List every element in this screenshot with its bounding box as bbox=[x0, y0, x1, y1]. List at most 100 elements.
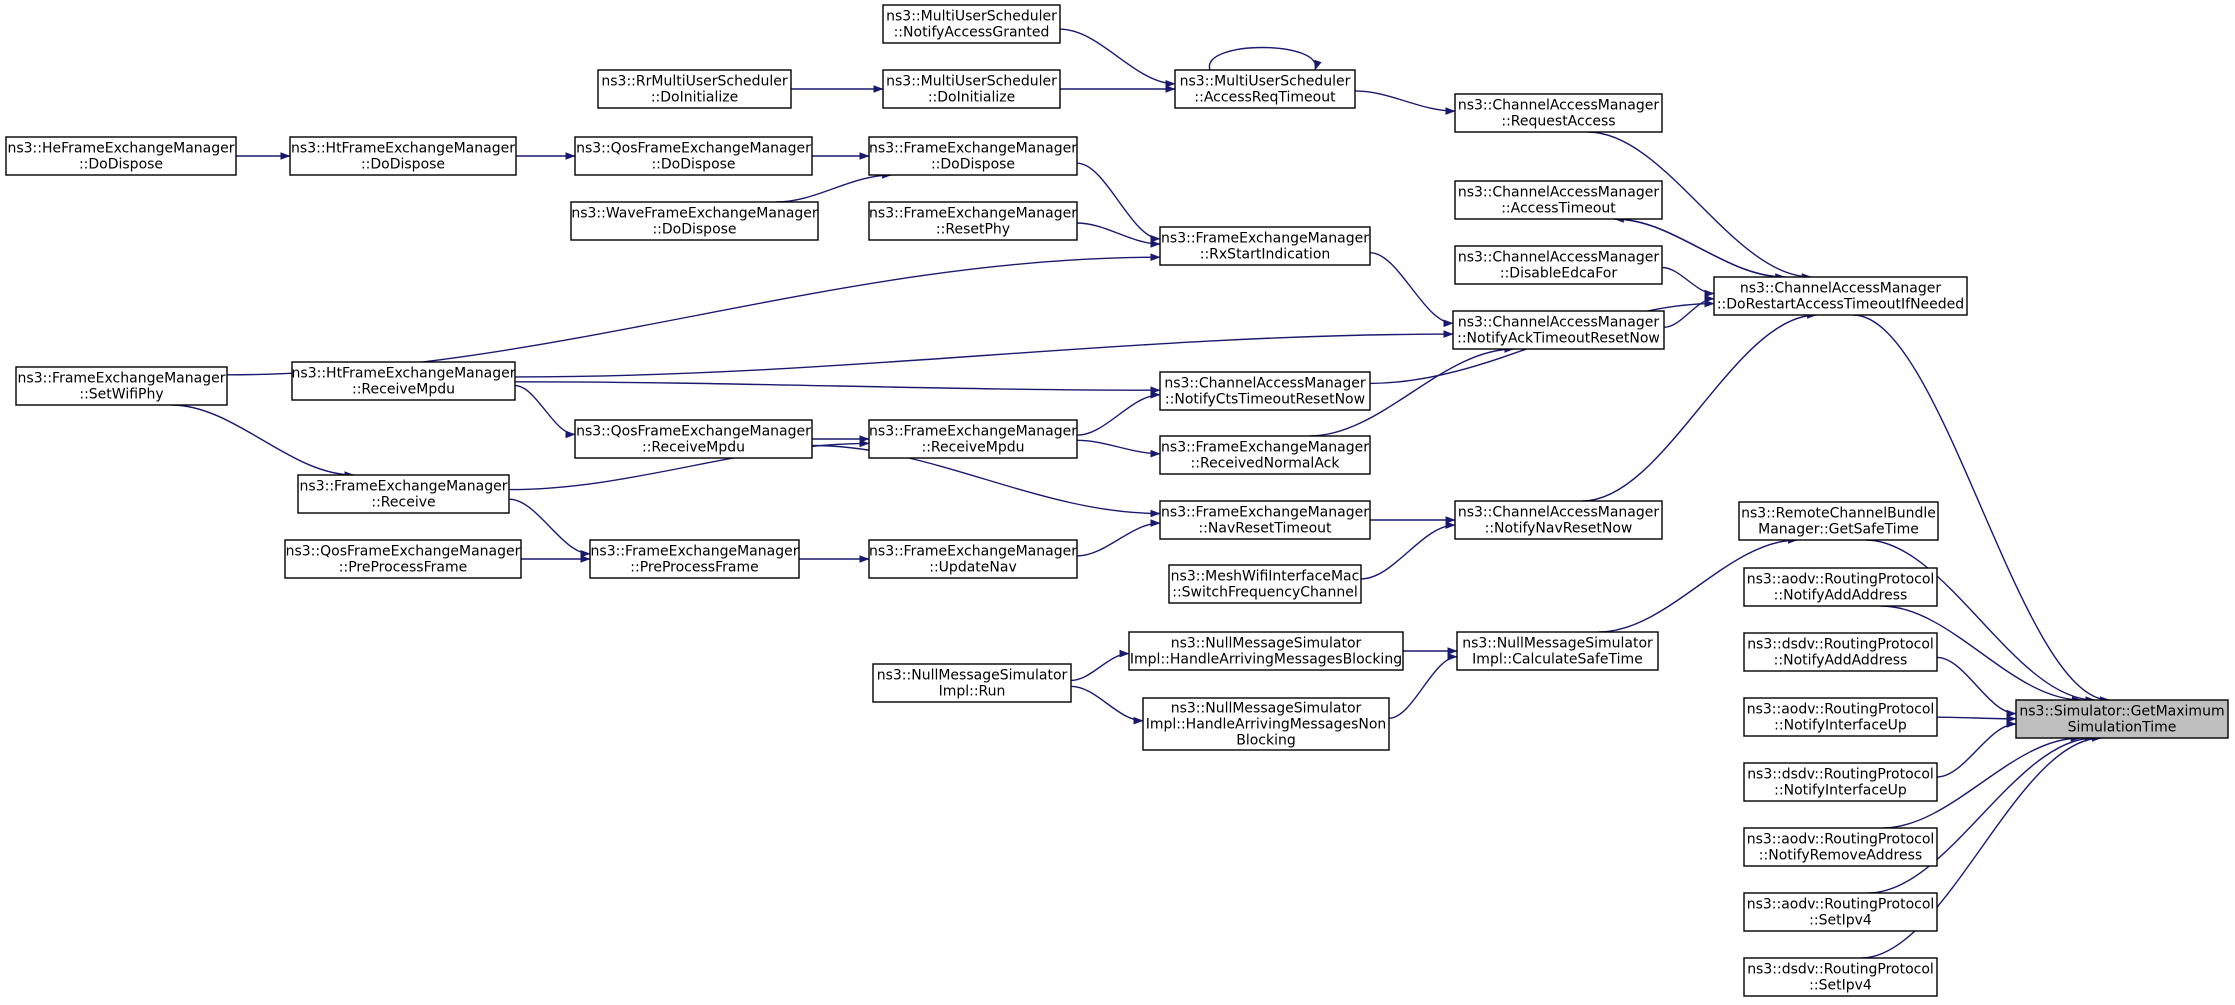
graph-node[interactable]: ns3::FrameExchangeManager::RxStartIndica… bbox=[1159, 226, 1371, 266]
call-edge bbox=[1070, 649, 1130, 682]
graph-node[interactable]: ns3::RemoteChannelBundleManager::GetSafe… bbox=[1738, 501, 1939, 541]
node-label-line: ::NotifyInterfaceUp bbox=[1774, 718, 1907, 734]
graph-node[interactable]: ns3::MultiUserScheduler::NotifyAccessGra… bbox=[882, 4, 1061, 44]
edge-arrow bbox=[1369, 252, 1454, 328]
call-edge bbox=[226, 253, 1161, 376]
graph-node[interactable]: ns3::aodv::RoutingProtocol::NotifyRemove… bbox=[1743, 827, 1938, 867]
call-edge bbox=[1076, 162, 1161, 243]
node-label-line: ::AccessTimeout bbox=[1501, 201, 1616, 217]
node-label-line: ::RxStartIndication bbox=[1200, 247, 1331, 263]
graph-node[interactable]: ns3::QosFrameExchangeManager::DoDispose bbox=[574, 136, 813, 176]
graph-node[interactable]: ns3::ChannelAccessManager::NotifyCtsTime… bbox=[1159, 371, 1371, 411]
graph-node[interactable]: ns3::aodv::RoutingProtocol::NotifyAddAdd… bbox=[1743, 567, 1938, 607]
node-label-line: ns3::NullMessageSimulator bbox=[1462, 636, 1653, 652]
edge-arrow bbox=[1070, 649, 1130, 682]
edge-arrow bbox=[1936, 656, 2017, 718]
graph-node[interactable]: ns3::ChannelAccessManager::NotifyAckTime… bbox=[1452, 310, 1665, 350]
graph-node[interactable]: ns3::ChannelAccessManager::NotifyNavRese… bbox=[1454, 500, 1663, 540]
node-box bbox=[1743, 762, 1938, 802]
call-edge bbox=[1076, 439, 1161, 458]
call-edge bbox=[1613, 215, 1785, 278]
graph-node[interactable]: ns3::ChannelAccessManager::RequestAccess bbox=[1454, 93, 1663, 133]
graph-node[interactable]: ns3::aodv::RoutingProtocol::NotifyInterf… bbox=[1743, 697, 1938, 737]
graph-node[interactable]: ns3::dsdv::RoutingProtocol::SetIpv4 bbox=[1743, 957, 1938, 997]
node-label-line: ns3::aodv::RoutingProtocol bbox=[1747, 572, 1935, 588]
node-box bbox=[570, 201, 819, 241]
node-label-line: SimulationTime bbox=[2068, 720, 2177, 736]
graph-node[interactable]: ns3::dsdv::RoutingProtocol::NotifyAddAdd… bbox=[1743, 632, 1938, 672]
edge-arrow bbox=[1076, 519, 1161, 557]
call-edge bbox=[1059, 28, 1176, 88]
node-box bbox=[284, 539, 522, 579]
node-label-line: ns3::ChannelAccessManager bbox=[1164, 376, 1366, 392]
call-edge bbox=[171, 404, 355, 479]
node-box bbox=[5, 136, 237, 176]
graph-node[interactable]: ns3::NullMessageSimulatorImpl::Calculate… bbox=[1456, 631, 1659, 671]
graph-node[interactable]: ns3::FrameExchangeManager::ReceivedNorma… bbox=[1159, 435, 1371, 475]
node-box bbox=[882, 4, 1061, 44]
call-edge bbox=[775, 171, 893, 203]
node-label-line: ::RequestAccess bbox=[1501, 114, 1615, 130]
call-edge bbox=[514, 384, 576, 439]
node-box bbox=[1743, 892, 1938, 932]
node-label-line: ::UpdateNav bbox=[929, 560, 1016, 576]
node-layer: ns3::Simulator::GetMaximumSimulationTime… bbox=[5, 4, 2229, 997]
node-label-line: ::SwitchFrequencyChannel bbox=[1172, 585, 1358, 601]
graph-node[interactable]: ns3::RrMultiUserScheduler::DoInitialize bbox=[597, 69, 792, 109]
edge-arrow bbox=[1936, 714, 2017, 723]
graph-node[interactable]: ns3::MeshWifiInterfaceMac::SwitchFrequen… bbox=[1168, 564, 1362, 604]
graph-node[interactable]: ns3::FrameExchangeManager::Receive bbox=[297, 474, 510, 514]
node-label-line: ns3::dsdv::RoutingProtocol bbox=[1747, 962, 1934, 978]
edge-arrow bbox=[1936, 720, 2017, 778]
node-box bbox=[1743, 697, 1938, 737]
node-label-line: ::ReceiveMpdu bbox=[352, 382, 455, 398]
graph-node[interactable]: ns3::HtFrameExchangeManager::DoDispose bbox=[289, 136, 517, 176]
edge-arrow bbox=[1309, 345, 1515, 437]
edge-arrow bbox=[1865, 539, 2096, 704]
graph-node[interactable]: ns3::FrameExchangeManager::PreProcessFra… bbox=[589, 539, 800, 579]
edge-arrow bbox=[1868, 734, 2095, 894]
node-label-line: ns3::FrameExchangeManager bbox=[1161, 231, 1369, 247]
node-label-line: ns3::QosFrameExchangeManager bbox=[286, 544, 521, 560]
graph-node[interactable]: ns3::aodv::RoutingProtocol::SetIpv4 bbox=[1743, 892, 1938, 932]
edge-arrow bbox=[1070, 685, 1144, 725]
graph-node[interactable]: ns3::ChannelAccessManager::AccessTimeout bbox=[1454, 180, 1663, 220]
graph-node[interactable]: ns3::NullMessageSimulatorImpl::HandleArr… bbox=[1142, 697, 1390, 751]
node-label-line: ns3::HtFrameExchangeManager bbox=[291, 141, 515, 157]
node-label-line: ns3::HtFrameExchangeManager bbox=[292, 366, 516, 382]
graph-node[interactable]: ns3::FrameExchangeManager::SetWifiPhy bbox=[15, 366, 228, 406]
graph-node[interactable]: ns3::ChannelAccessManager::DisableEdcaFo… bbox=[1454, 245, 1663, 285]
graph-node[interactable]: ns3::ChannelAccessManager::DoRestartAcce… bbox=[1713, 276, 1968, 316]
graph-node[interactable]: ns3::FrameExchangeManager::ResetPhy bbox=[868, 201, 1078, 241]
node-box bbox=[1452, 310, 1665, 350]
graph-node[interactable]: ns3::NullMessageSimulatorImpl::HandleArr… bbox=[1128, 631, 1404, 671]
graph-node[interactable]: ns3::MultiUserScheduler::DoInitialize bbox=[882, 69, 1061, 109]
edge-arrow bbox=[1209, 46, 1322, 71]
node-box bbox=[1159, 435, 1371, 475]
edge-arrow bbox=[514, 330, 1454, 378]
graph-node[interactable]: ns3::FrameExchangeManager::UpdateNav bbox=[868, 539, 1078, 579]
graph-node[interactable]: ns3::HeFrameExchangeManager::DoDispose bbox=[5, 136, 237, 176]
graph-node[interactable]: ns3::QosFrameExchangeManager::ReceiveMpd… bbox=[574, 419, 813, 459]
graph-node[interactable]: ns3::MultiUserScheduler::AccessReqTimeou… bbox=[1174, 69, 1356, 109]
graph-node[interactable]: ns3::dsdv::RoutingProtocol::NotifyInterf… bbox=[1743, 762, 1938, 802]
edge-arrow bbox=[508, 498, 591, 558]
node-box bbox=[297, 474, 510, 514]
node-box bbox=[589, 539, 800, 579]
graph-node[interactable]: ns3::FrameExchangeManager::ReceiveMpdu bbox=[868, 419, 1078, 459]
graph-node[interactable]: ns3::FrameExchangeManager::NavResetTimeo… bbox=[1159, 500, 1371, 540]
edge-arrow bbox=[1059, 28, 1176, 88]
node-box bbox=[291, 361, 516, 401]
graph-node[interactable]: ns3::WaveFrameExchangeManager::DoDispose bbox=[570, 201, 819, 241]
call-edge bbox=[1209, 46, 1322, 71]
node-label-line: Manager::GetSafeTime bbox=[1758, 522, 1919, 538]
node-label-line: ns3::FrameExchangeManager bbox=[300, 479, 508, 495]
graph-node[interactable]: ns3::HtFrameExchangeManager::ReceiveMpdu bbox=[291, 361, 516, 401]
graph-node[interactable]: ns3::FrameExchangeManager::DoDispose bbox=[868, 136, 1078, 176]
node-box bbox=[1128, 631, 1404, 671]
graph-node[interactable]: ns3::QosFrameExchangeManager::PreProcess… bbox=[284, 539, 522, 579]
node-label-line: ns3::NullMessageSimulator bbox=[877, 668, 1068, 684]
call-edge bbox=[1369, 252, 1454, 328]
